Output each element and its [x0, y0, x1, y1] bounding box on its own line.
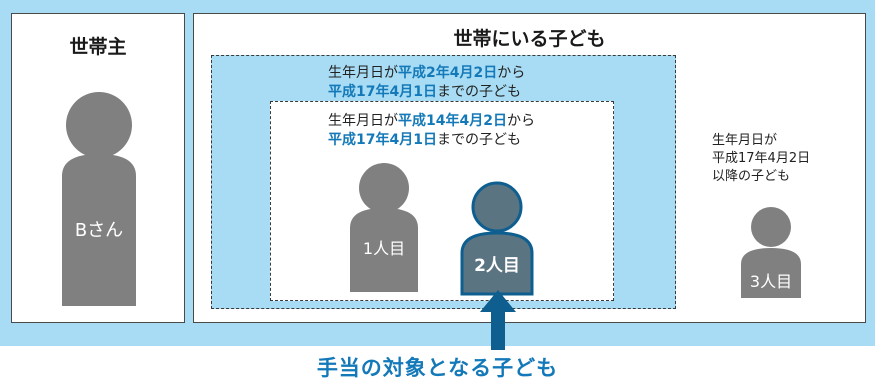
- household-head-label: Bさん: [75, 220, 123, 241]
- child-1-label: 1人目: [363, 239, 405, 258]
- child-3-figure: 3人目: [741, 207, 801, 298]
- target-label: 手当の対象となる子ども: [316, 356, 559, 380]
- child-2-label: 2人目: [474, 256, 520, 276]
- child-3-label: 3人目: [750, 272, 792, 291]
- inner-range-caption: 生年月日が平成14年4月2日から 平成17年4月1日までの子ども: [328, 113, 535, 148]
- outer-range-caption: 生年月日が平成2年4月2日から 平成17年4月1日までの子ども: [328, 65, 526, 100]
- household-head-figure: Bさん: [62, 92, 136, 306]
- household-head-title: 世帯主: [69, 36, 127, 58]
- child-2-figure: 2人目: [460, 181, 534, 296]
- right-age-caption: 生年月日が 平成17年4月2日 以降の子ども: [712, 133, 811, 184]
- up-arrow-icon: [480, 290, 516, 350]
- child-1-figure: 1人目: [350, 163, 418, 292]
- inner-age-range-box: [270, 101, 614, 301]
- children-section-title: 世帯にいる子ども: [453, 28, 606, 50]
